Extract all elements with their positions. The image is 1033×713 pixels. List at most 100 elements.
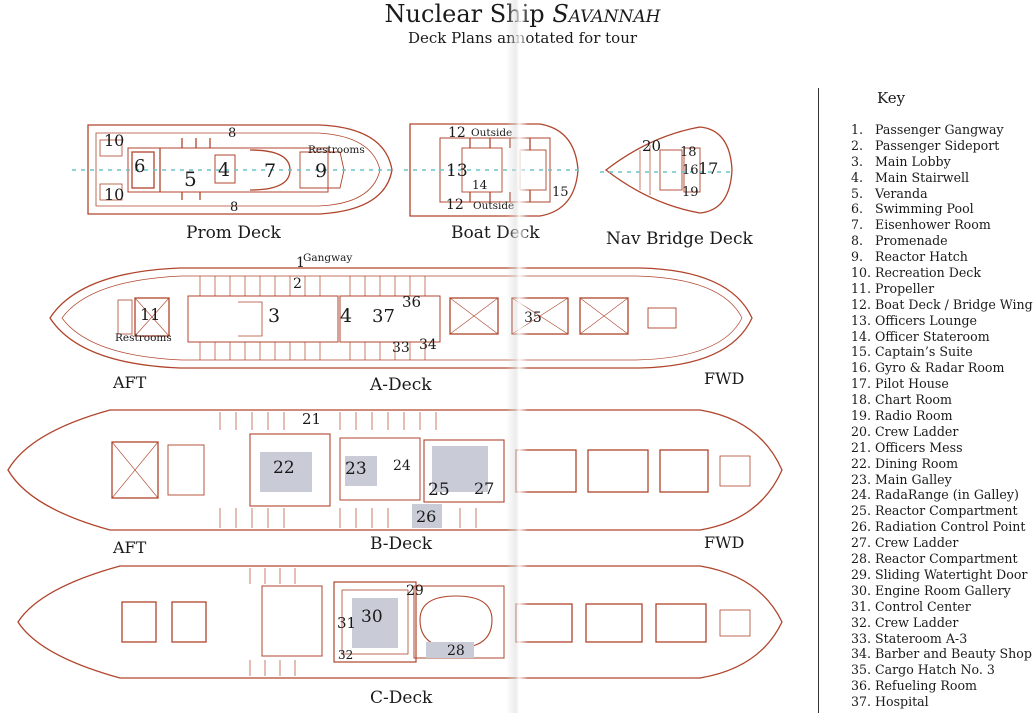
key-item: 4.Main Stairwell [845,170,1033,186]
key-item-number: 6. [851,201,864,217]
room-num-10-bottom: 10 [104,185,124,204]
room-num-10-top: 10 [104,131,124,150]
outside-label-bottom: Outside [473,200,514,212]
key-item-number: 37. [851,694,872,710]
key-item-label: Barber and Beauty Shop [875,646,1032,662]
key-item-number: 31. [851,598,872,614]
shade-engine-room-gallery [352,598,398,648]
key-item-label: Radiation Control Point [875,519,1026,535]
key-item-number: 3. [851,153,864,169]
shade-radiation-control [412,504,442,528]
key-item: 32.Crew Ladder [845,615,1033,631]
room-num-12-bottom: 12 [446,197,464,213]
restrooms-label-a: Restrooms [115,332,172,344]
key-item-number: 9. [851,249,864,265]
room-num-32: 32 [338,648,353,662]
key-item: 15.Captain’s Suite [845,344,1033,360]
b-deck-aft: AFT [112,538,147,557]
key-item-number: 18. [851,392,872,408]
room-num-23: 23 [345,459,367,479]
room-num-4-prom: 4 [218,159,230,181]
key-divider [818,88,819,713]
room-num-25: 25 [428,480,450,500]
shade-c-reactor [426,642,474,658]
key-item-number: 30. [851,582,872,598]
room-num-4-a: 4 [340,305,352,327]
key-item: 12.Boat Deck / Bridge Wing [845,297,1033,313]
key-item-number: 14. [851,328,872,344]
room-num-34: 34 [419,337,437,353]
key-item: 27.Crew Ladder [845,535,1033,551]
key-item-label: Pilot House [875,376,949,392]
key-item: 25.Reactor Compartment [845,503,1033,519]
key-item-label: Dining Room [875,455,959,471]
room-num-36: 36 [402,293,421,311]
key-item-number: 32. [851,614,872,630]
key-item-label: Swimming Pool [875,201,974,217]
key-item-number: 27. [851,535,872,551]
gangway-label: Gangway [303,252,352,264]
room-num-8-bottom: 8 [230,200,238,215]
key-item: 35.Cargo Hatch No. 3 [845,662,1033,678]
room-num-33: 33 [392,340,410,356]
room-num-37: 37 [372,306,395,327]
key-item-label: Crew Ladder [875,423,959,439]
nav-bridge-deck-plan [604,126,733,214]
key-item-label: Officers Lounge [875,312,977,328]
key-item-label: Radio Room [875,408,953,424]
room-num-14: 14 [472,178,488,192]
key-item-number: 20. [851,423,872,439]
key-item-number: 23. [851,471,872,487]
restrooms-label-prom: Restrooms [308,144,365,156]
key-item-number: 16. [851,360,872,376]
shade-dining-room [260,452,312,492]
room-num-6: 6 [134,156,145,177]
key-item-label: Promenade [875,233,948,249]
key-item-label: Control Center [875,598,971,614]
key-item: 28.Reactor Compartment [845,551,1033,567]
shade-main-galley [345,456,377,486]
key-item-number: 29. [851,566,872,582]
key-item-label: Sliding Watertight Door [875,566,1028,582]
key-item: 33.Stateroom A-3 [845,631,1033,647]
room-num-21: 21 [302,410,321,428]
room-num-5: 5 [184,167,197,191]
deck-label-b: B-Deck [370,534,433,554]
key-item: 17.Pilot House [845,376,1033,392]
key-item-number: 36. [851,678,872,694]
key-item-label: Gyro & Radar Room [875,360,1005,376]
key-item-label: Boat Deck / Bridge Wing [875,296,1033,312]
room-num-9: 9 [315,160,327,182]
key-item-number: 26. [851,519,872,535]
room-num-2: 2 [293,276,302,292]
key-item-label: Main Galley [875,471,952,487]
key-item: 10.Recreation Deck [845,265,1033,281]
key-item-label: Stateroom A-3 [875,630,968,646]
key-item-label: Reactor Hatch [875,249,968,265]
b-deck-fwd: FWD [704,533,744,552]
key-item-number: 13. [851,312,872,328]
a-deck-plan [49,267,753,369]
key-item-label: Reactor Compartment [875,503,1018,519]
key-item-label: RadaRange (in Galley) [875,487,1019,503]
key-item: 20.Crew Ladder [845,424,1033,440]
key-item-label: Crew Ladder [875,535,959,551]
key-item-label: Main Lobby [875,153,951,169]
key-item: 16.Gyro & Radar Room [845,360,1033,376]
key-item: 11.Propeller [845,281,1033,297]
key-item-number: 25. [851,503,872,519]
key-item: 26.Radiation Control Point [845,519,1033,535]
key-item-label: Eisenhower Room [875,217,991,233]
room-num-29: 29 [406,583,424,599]
room-num-13: 13 [446,161,468,181]
key-item-number: 34. [851,646,872,662]
key-item-label: Hospital [875,694,929,710]
key-item: 29.Sliding Watertight Door [845,567,1033,583]
key-item: 18.Chart Room [845,392,1033,408]
key-item-number: 10. [851,265,872,281]
a-deck-fwd: FWD [704,369,744,388]
outside-label-top: Outside [471,127,512,139]
key-item-number: 7. [851,217,864,233]
deck-label-c: C-Deck [370,688,433,708]
